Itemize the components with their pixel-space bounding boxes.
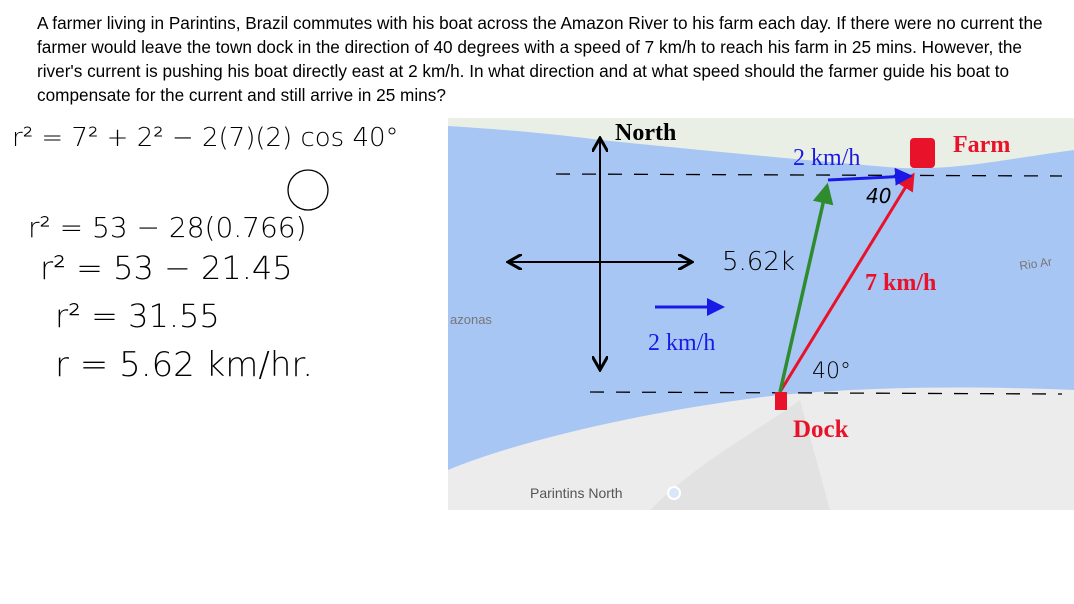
farm-label: Farm [953, 132, 1010, 158]
current-vector [827, 167, 913, 186]
place-label-rio: Rio Ar [1018, 255, 1052, 273]
resultant-heading-vector [778, 182, 834, 393]
dock-marker [775, 392, 787, 410]
south-bank-dashed-line [589, 391, 1063, 395]
boat-speed-label: 7 km/h [865, 270, 936, 296]
work-line-3: r² = 53 − 21.45 [40, 249, 293, 287]
work-line-2: r² = 53 − 28(0.766) [28, 211, 307, 244]
work-line-1: r² = 7² + 2² − 2(7)(2) cos 40° [12, 123, 399, 153]
angle-top-label: 40 [866, 184, 891, 208]
work-line-5: r = 5.62 km/hr. [55, 345, 314, 385]
place-label-parintins: Parintins North [530, 485, 623, 501]
resultant-speed-label: 5.62k [722, 247, 795, 277]
place-label-amazonas: azonas [450, 312, 492, 327]
angle-bottom-label: 40° [812, 359, 851, 384]
farm-marker [910, 138, 935, 168]
current-speed-label: 2 km/h [648, 330, 715, 356]
current-vector-label: 2 km/h [793, 145, 860, 171]
boat-velocity-vector [778, 172, 915, 393]
circle-mark [287, 169, 329, 211]
north-bank-dashed-line [555, 173, 1063, 177]
problem-statement: A farmer living in Parintins, Brazil com… [37, 13, 1043, 105]
work-line-4: r² = 31.55 [55, 297, 220, 335]
north-label: North [615, 120, 676, 146]
location-pin-icon [667, 486, 681, 500]
dock-label: Dock [793, 416, 849, 443]
